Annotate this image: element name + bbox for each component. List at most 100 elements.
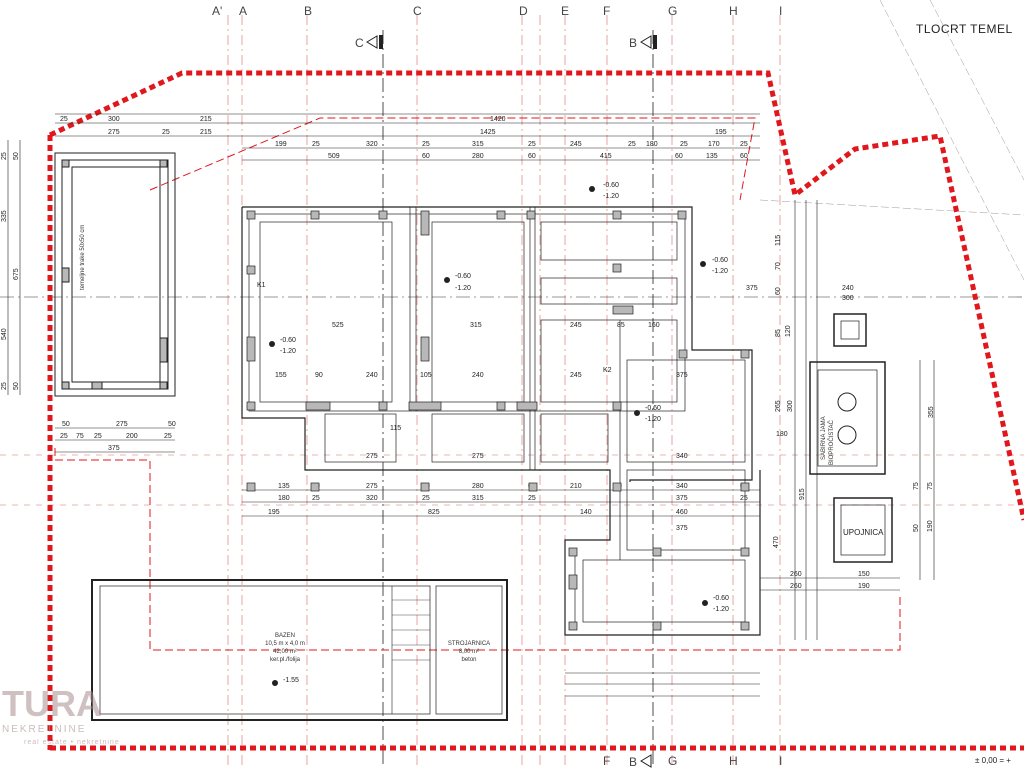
dim-text: 25 <box>1 152 8 160</box>
dim-text: 25 <box>60 433 68 440</box>
dim-text: 315 <box>472 495 484 502</box>
dim-text: 120 <box>785 325 792 337</box>
dim-text: 75 <box>927 482 934 490</box>
dim-text: 60 <box>528 153 536 160</box>
dim-text: 470 <box>773 536 780 548</box>
elevation-text: -1.20 <box>603 193 619 200</box>
dim-text: 75 <box>76 433 84 440</box>
grid-label: G <box>668 4 677 18</box>
dim-text: 25 <box>422 141 430 148</box>
pool-labels: BAZEN 10,5 m x 4,0 m 42,00 m² ker.pl./fo… <box>265 633 490 663</box>
dim-text: 170 <box>708 141 720 148</box>
dim-text: 915 <box>799 488 806 500</box>
dim-text: 25 <box>740 495 748 502</box>
dim-text: 275 <box>366 483 378 490</box>
dim-text: 25 <box>164 433 172 440</box>
dim-text: 320 <box>366 495 378 502</box>
grid-label: C <box>413 4 422 18</box>
section-markers: C B B <box>355 30 657 768</box>
septic-tank <box>809 313 893 563</box>
columns <box>246 210 750 631</box>
zero-elevation: ± 0,00 = + <box>975 756 1011 765</box>
dim-text: 415 <box>600 153 612 160</box>
dim-text: 265 <box>775 400 782 412</box>
dim-text: 25 <box>740 141 748 148</box>
dimension-lines-top <box>55 113 760 517</box>
dim-text: 240 <box>366 372 378 379</box>
dim-text: 85 <box>775 329 782 337</box>
dim-text: 25 <box>422 495 430 502</box>
dim-text: 25 <box>680 141 688 148</box>
grid-label: H <box>729 754 738 768</box>
drawing-title: TLOCRT TEMEL <box>916 22 1013 36</box>
dim-text: 525 <box>332 322 344 329</box>
tank-note: BIOPROČISTAČ <box>828 419 835 465</box>
elevation-text: -1.55 <box>283 677 299 684</box>
dim-text: 50 <box>168 421 176 428</box>
dim-text: 245 <box>570 322 582 329</box>
dim-text: 135 <box>706 153 718 160</box>
setback-line-top <box>149 117 756 201</box>
watermark-logo: TURA NEKRETNINE real estate • nekretnine <box>2 683 119 746</box>
tank-label: SABIRNA JAMA <box>821 416 827 460</box>
dim-text: 50 <box>62 421 70 428</box>
grid-labels-top: A' A B C D E F G H I <box>212 4 782 18</box>
dim-text: 200 <box>126 433 138 440</box>
dim-text: 180 <box>776 431 788 438</box>
dim-text: 105 <box>420 372 432 379</box>
machine-room-finish: beton <box>461 657 476 663</box>
watermark-sub: NEKRETNINE <box>2 724 86 735</box>
dim-text: 25 <box>528 495 536 502</box>
dim-text: 60 <box>740 153 748 160</box>
dim-text: 60 <box>422 153 430 160</box>
dim-text: 90 <box>315 372 323 379</box>
dim-text: 85 <box>617 322 625 329</box>
side-dims: 50 275 50 25 75 25 200 25 375 <box>55 421 176 453</box>
dim-text: 150 <box>858 571 870 578</box>
right-dims: 115 70 60 85 120 265 300 355 180 915 470… <box>760 200 935 640</box>
dims-top-text: 25 300 1420 275 25 215 1425 195 215 199 … <box>60 116 748 160</box>
dim-text: 115 <box>390 425 401 432</box>
dim-text: 240 <box>842 285 854 292</box>
elevation-text: -1.20 <box>645 416 661 423</box>
dim-text: 115 <box>775 235 782 246</box>
elevation-text: -1.20 <box>712 268 728 275</box>
grid-label: B <box>304 4 312 18</box>
section-label-b-bottom: B <box>629 755 637 768</box>
elevation-text: -1.20 <box>280 348 296 355</box>
grid-label: I <box>779 4 782 18</box>
pool-size: 10,5 m x 4,0 m <box>265 641 305 647</box>
dim-text: 280 <box>472 153 484 160</box>
grid-lines <box>0 15 1024 768</box>
dim-text: 335 <box>1 210 8 222</box>
dim-text: 195 <box>268 509 280 516</box>
machine-room-name: STROJARNICA <box>448 641 490 647</box>
dim-text: 240 <box>472 372 484 379</box>
dim-text: 25 <box>528 141 536 148</box>
dim-text: 245 <box>570 372 582 379</box>
foundation-note: temeljne trake 50x50 cm <box>80 225 86 290</box>
dim-text: 190 <box>858 583 870 590</box>
dim-text: 300 <box>787 400 794 412</box>
dim-text: 215 <box>200 116 212 123</box>
dim-text: 275 <box>472 453 484 460</box>
dim-text: 340 <box>676 453 688 460</box>
dim-text: 375 <box>676 495 688 502</box>
grid-label: A <box>239 4 247 18</box>
grid-labels-bottom: F G H I <box>603 754 782 768</box>
dim-text: 355 <box>928 406 935 418</box>
dim-text: 25 <box>162 129 170 136</box>
elevation-text: -1.20 <box>455 285 471 292</box>
dim-text: 245 <box>570 141 582 148</box>
k2-label: K2 <box>603 367 612 374</box>
dim-text: 460 <box>676 509 688 516</box>
dim-text: 1420 <box>490 116 506 123</box>
grid-label: H <box>729 4 738 18</box>
dim-text: 509 <box>328 153 340 160</box>
dim-text: 315 <box>470 322 482 329</box>
dim-text: 25 <box>312 141 320 148</box>
dim-text: 180 <box>278 495 290 502</box>
dim-text: 70 <box>775 262 782 270</box>
elevation-text: -0.60 <box>280 337 296 344</box>
